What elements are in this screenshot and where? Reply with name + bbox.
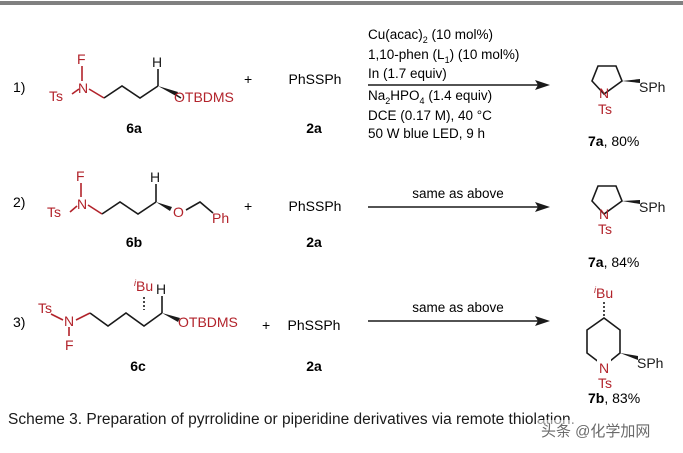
reagent-phssph: PhSSPh bbox=[289, 71, 342, 87]
row-3-number: 3) bbox=[13, 314, 25, 330]
plus-sign: + bbox=[244, 198, 252, 214]
product-7a-structure: N Ts SPh bbox=[591, 185, 665, 237]
otbdms-label: OTBDMS bbox=[178, 314, 238, 330]
nitrogen-label: N bbox=[599, 360, 609, 376]
nitrogen-label: N bbox=[599, 85, 609, 101]
fluorine-label: F bbox=[65, 337, 74, 353]
substrate-label-6a: 6a bbox=[126, 120, 142, 136]
sph-label: SPh bbox=[639, 79, 665, 95]
product-7a-structure: N Ts SPh bbox=[591, 65, 665, 117]
product-7b-structure: N Ts SPh iBu bbox=[586, 285, 663, 391]
hydrogen-label: H bbox=[156, 281, 166, 297]
tosyl-label: Ts bbox=[38, 300, 52, 316]
fluorine-label: F bbox=[77, 51, 86, 67]
substrate-label-6c: 6c bbox=[130, 358, 146, 374]
plus-sign: + bbox=[262, 317, 270, 333]
tosyl-label: Ts bbox=[598, 375, 612, 391]
condition-light-time: 50 W blue LED, 9 h bbox=[368, 126, 485, 141]
otbdms-label: OTBDMS bbox=[174, 89, 234, 105]
tosyl-label: Ts bbox=[49, 88, 63, 104]
condition-base: Na2HPO4 (1.4 equiv) bbox=[368, 88, 492, 106]
substrate-label-6b: 6b bbox=[126, 234, 142, 250]
condition-catalyst: Cu(acac)2 (10 mol%) bbox=[368, 27, 493, 45]
reagent-label-2a: 2a bbox=[306, 234, 322, 250]
condition-reductant: In (1.7 equiv) bbox=[368, 66, 447, 81]
reaction-conditions: Cu(acac)2 (10 mol%) 1,10-phen (L1) (10 m… bbox=[368, 27, 519, 141]
reagent-phssph: PhSSPh bbox=[288, 317, 341, 333]
fluorine-label: F bbox=[76, 168, 85, 184]
product-yield-row-2: 7a, 84% bbox=[588, 254, 639, 270]
phenyl-label: Ph bbox=[212, 210, 229, 226]
condition-ligand: 1,10-phen (L1) (10 mol%) bbox=[368, 47, 519, 65]
condition-solvent-temperature: DCE (0.17 M), 40 °C bbox=[368, 108, 492, 123]
substrate-6b-structure: F N Ts H O Ph bbox=[47, 168, 229, 226]
nitrogen-label: N bbox=[78, 80, 88, 96]
reaction-arrow-2 bbox=[368, 202, 550, 212]
oxygen-label: O bbox=[173, 204, 184, 220]
row-3: 3) Ts N F iBu H OTBDMS 6c + PhSSPh 2a sa… bbox=[13, 278, 663, 406]
reagent-phssph: PhSSPh bbox=[289, 198, 342, 214]
product-yield-row-3: 7b, 83% bbox=[588, 390, 640, 406]
row-1: 1) F N Ts H OTBDMS 6a + PhSSPh 2a bbox=[13, 27, 665, 149]
product-yield-row-1: 7a, 80% bbox=[588, 133, 639, 149]
sph-label: SPh bbox=[637, 355, 663, 371]
reaction-arrow-1 bbox=[368, 80, 550, 90]
tosyl-label: Ts bbox=[598, 221, 612, 237]
row-2: 2) F N Ts H O Ph 6b + PhSSPh 2a same as … bbox=[13, 168, 665, 270]
row-1-number: 1) bbox=[13, 79, 25, 95]
row-2-number: 2) bbox=[13, 194, 25, 210]
reagent-label-2a: 2a bbox=[306, 120, 322, 136]
arrow-label-row-3: same as above bbox=[412, 300, 504, 315]
substrate-6c-structure: Ts N F iBu H OTBDMS bbox=[38, 278, 238, 353]
substrate-6a-structure: F N Ts H OTBDMS bbox=[49, 51, 234, 105]
hydrogen-label: H bbox=[152, 54, 162, 70]
watermark: 头条 @化学加网 bbox=[538, 420, 654, 441]
nitrogen-label: N bbox=[64, 313, 74, 329]
isobutyl-label: iBu bbox=[134, 278, 153, 294]
hydrogen-label: H bbox=[150, 169, 160, 185]
reaction-arrow-3 bbox=[368, 316, 550, 326]
sph-label: SPh bbox=[639, 199, 665, 215]
nitrogen-label: N bbox=[599, 206, 609, 222]
tosyl-label: Ts bbox=[47, 204, 61, 220]
arrow-label-row-2: same as above bbox=[412, 186, 504, 201]
plus-sign: + bbox=[244, 71, 252, 87]
nitrogen-label: N bbox=[77, 196, 87, 212]
isobutyl-label: iBu bbox=[594, 285, 613, 301]
scheme-caption: Scheme 3. Preparation of pyrrolidine or … bbox=[8, 411, 575, 428]
tosyl-label: Ts bbox=[598, 101, 612, 117]
reagent-label-2a: 2a bbox=[306, 358, 322, 374]
